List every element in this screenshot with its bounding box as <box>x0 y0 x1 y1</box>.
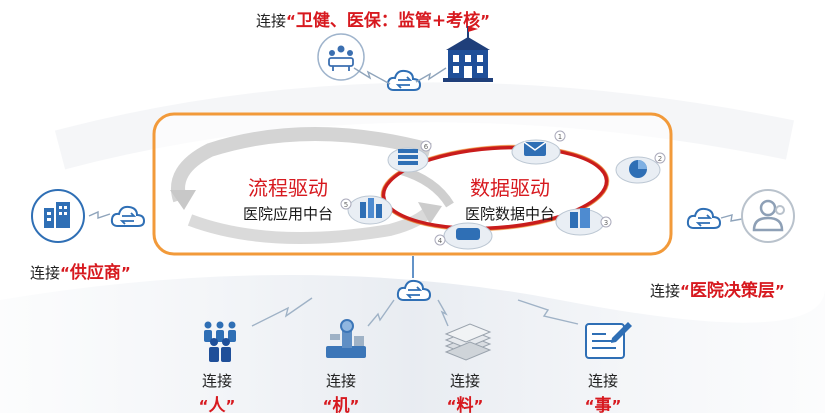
bottom-label-materials-highlight: 料 <box>456 396 474 416</box>
node-number-6: 6 <box>424 143 429 151</box>
signal-lines-bottom <box>251 297 579 327</box>
bottom-label-machine-prefix: 连接 <box>325 372 356 390</box>
bottom-label-tasks-prefix: 连接 <box>587 372 618 390</box>
right-connect-prefix: 连接 <box>650 282 681 300</box>
signal-line-right <box>720 214 743 222</box>
cloud-sync-icon-right <box>686 207 722 229</box>
process-drive-subtitle: 医院应用中台 <box>242 205 333 223</box>
task-document-icon <box>585 322 632 359</box>
node-number-1: 1 <box>558 133 562 141</box>
orbit-node-server: 6 <box>387 140 432 173</box>
orbit-node-mail: 1 <box>511 130 566 165</box>
people-icon <box>204 321 236 362</box>
materials-icon <box>444 323 492 361</box>
supplier-building-icon <box>31 189 85 243</box>
data-drive-block: 数据驱动 医院数据中台 <box>450 172 570 224</box>
signal-line-left <box>88 210 111 219</box>
data-drive-subtitle: 医院数据中台 <box>464 205 555 223</box>
left-connect-label: 连接“供应商” <box>30 263 131 283</box>
cloud-sync-icon-bottom <box>396 279 432 301</box>
node-number-5: 5 <box>344 201 348 209</box>
bottom-label-people-prefix: 连接 <box>201 372 232 390</box>
bottom-label-machine: 连接 “机” <box>306 370 376 416</box>
right-connect-highlight: 医院决策层 <box>689 281 775 301</box>
bottom-label-tasks: 连接 “事” <box>568 370 638 416</box>
signal-line-top-right <box>415 67 447 83</box>
bottom-label-tasks-highlight: 事 <box>594 396 612 416</box>
bottom-label-materials: 连接 “料” <box>430 370 500 416</box>
cloud-sync-icon-left <box>110 205 146 227</box>
orbit-node-building: 3 <box>555 208 612 236</box>
right-connect-label: 连接“医院决策层” <box>650 281 785 301</box>
orbit-node-storage: 4 <box>434 222 493 250</box>
bottom-label-machine-highlight: 机 <box>332 396 350 416</box>
bottom-label-people: 连接 “人” <box>182 370 252 416</box>
bottom-label-materials-prefix: 连接 <box>449 372 480 390</box>
decision-maker-icon <box>741 189 795 243</box>
cloud-sync-icon-top <box>386 69 422 91</box>
orbit-node-city: 5 <box>340 195 393 225</box>
left-connect-highlight: 供应商 <box>69 263 121 283</box>
machine-icon <box>326 319 366 358</box>
node-number-3: 3 <box>604 219 608 227</box>
signal-line-top-left <box>353 67 391 85</box>
connector-line-vertical <box>412 256 414 278</box>
process-drive-title: 流程驱动 <box>248 176 328 200</box>
data-drive-title: 数据驱动 <box>470 176 550 200</box>
government-building-icon <box>443 26 493 82</box>
left-connect-prefix: 连接 <box>30 264 61 282</box>
meeting-icon <box>317 33 365 81</box>
top-connect-label: 连接“卫健、医保：监管+考核” <box>256 11 490 31</box>
bottom-label-people-highlight: 人 <box>208 396 226 416</box>
process-drive-block: 流程驱动 医院应用中台 <box>228 172 348 224</box>
orbit-node-chart: 2 <box>615 152 666 184</box>
top-connect-prefix: 连接 <box>256 12 287 30</box>
node-number-4: 4 <box>438 237 443 245</box>
node-number-2: 2 <box>658 155 662 163</box>
top-connect-highlight: 卫健、医保：监管+考核 <box>295 11 481 31</box>
